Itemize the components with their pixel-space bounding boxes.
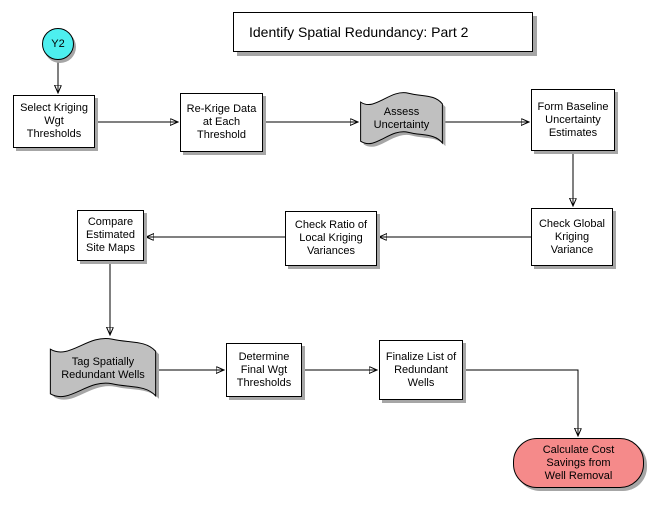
node-label: Check Ratio of Local Kriging Variances	[294, 219, 368, 257]
node-label: Finalize List of Redundant Wells	[385, 350, 457, 389]
node-check-ratio: Check Ratio of Local Kriging Variances	[285, 211, 377, 266]
node-label: Compare Estimated Site Maps	[86, 216, 135, 254]
node-select-kriging: Select Kriging Wgt Thresholds	[13, 95, 95, 148]
node-label: Re-Krige Data at Each Threshold	[186, 103, 257, 141]
node-re-krige: Re-Krige Data at Each Threshold	[180, 93, 263, 152]
node-form-baseline: Form Baseline Uncertainty Estimates	[531, 89, 615, 151]
wave-shape-icon	[47, 332, 159, 400]
node-label: Select Kriging Wgt Thresholds	[20, 102, 88, 140]
node-label: Check Global Kriging Variance	[538, 217, 606, 256]
start-node-y2: Y2	[42, 28, 74, 60]
node-label: Calculate Cost Savings from Well Removal	[542, 443, 615, 482]
node-check-global: Check Global Kriging Variance	[531, 208, 613, 266]
wave-shape-icon	[358, 87, 446, 147]
start-node-label: Y2	[51, 37, 65, 50]
page-title: Identify Spatial Redundancy: Part 2	[249, 24, 469, 40]
node-tag-wells: Tag Spatially Redundant Wells	[47, 332, 159, 405]
node-assess-uncertainty: Assess Uncertainty	[358, 87, 446, 151]
node-finalize-list: Finalize List of Redundant Wells	[379, 340, 463, 400]
page-title-box: Identify Spatial Redundancy: Part 2	[233, 12, 533, 52]
node-label: Tag Spatially Redundant Wells	[61, 355, 145, 381]
node-calculate-cost: Calculate Cost Savings from Well Removal	[513, 438, 644, 488]
node-label: Determine Final Wgt Thresholds	[236, 350, 292, 389]
connector-finalize-to-cost	[463, 369, 578, 436]
node-label: Form Baseline Uncertainty Estimates	[537, 100, 609, 139]
node-compare-maps: Compare Estimated Site Maps	[77, 210, 144, 261]
node-label: Assess Uncertainty	[373, 106, 430, 131]
node-determine-final: Determine Final Wgt Thresholds	[226, 343, 302, 397]
